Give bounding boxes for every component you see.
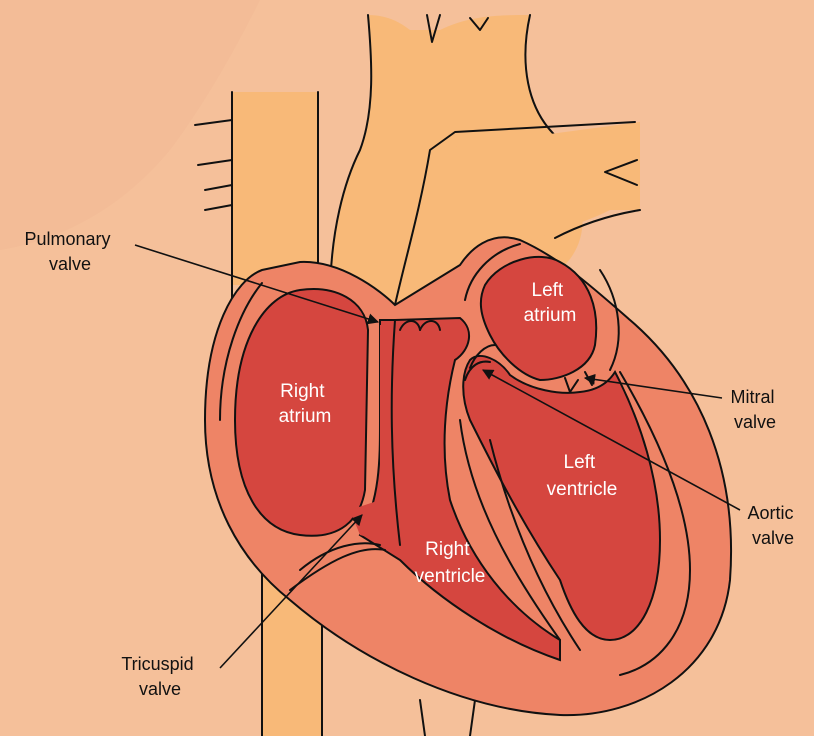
heart-diagram: Pulmonary valve Right atrium Left atrium… xyxy=(0,0,814,736)
heart-diagram-svg: Pulmonary valve Right atrium Left atrium… xyxy=(0,0,814,736)
